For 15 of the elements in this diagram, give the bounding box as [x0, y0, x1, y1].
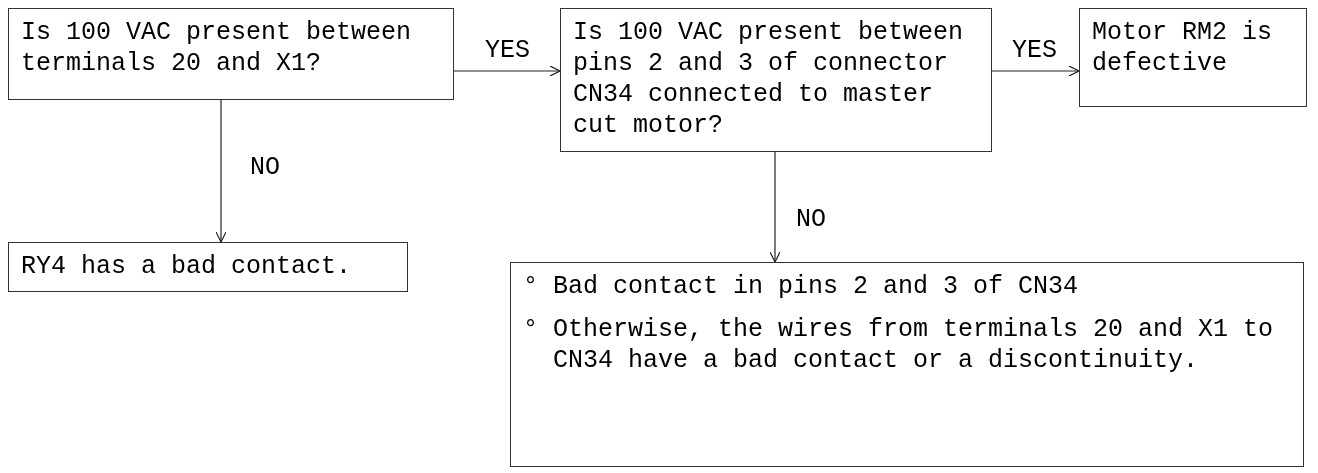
box-text: ° Bad contact in pins 2 and 3 of CN34	[523, 271, 1080, 302]
box-text: Is 100 VAC present between pins 2 and 3 of connector CN34 connected to master cut motor?	[573, 17, 965, 141]
box-text: Motor RM2 is defective	[1092, 17, 1274, 79]
box-text: RY4 has a bad contact.	[21, 251, 353, 282]
process-box	[8, 242, 408, 292]
process-box	[8, 8, 454, 100]
box-text: ° Otherwise, the wires from terminals 20 and X1 to CN34 have a bad contact or a discontinuity.	[523, 314, 1275, 376]
arrow	[769, 151, 781, 263]
process-box	[1079, 8, 1307, 107]
box-text: Is 100 VAC present between terminals 20 and X1?	[21, 17, 413, 79]
arrow	[215, 99, 227, 243]
arrow	[991, 65, 1080, 77]
process-box	[560, 8, 992, 152]
process-box	[510, 262, 1304, 467]
arrow	[453, 65, 561, 77]
